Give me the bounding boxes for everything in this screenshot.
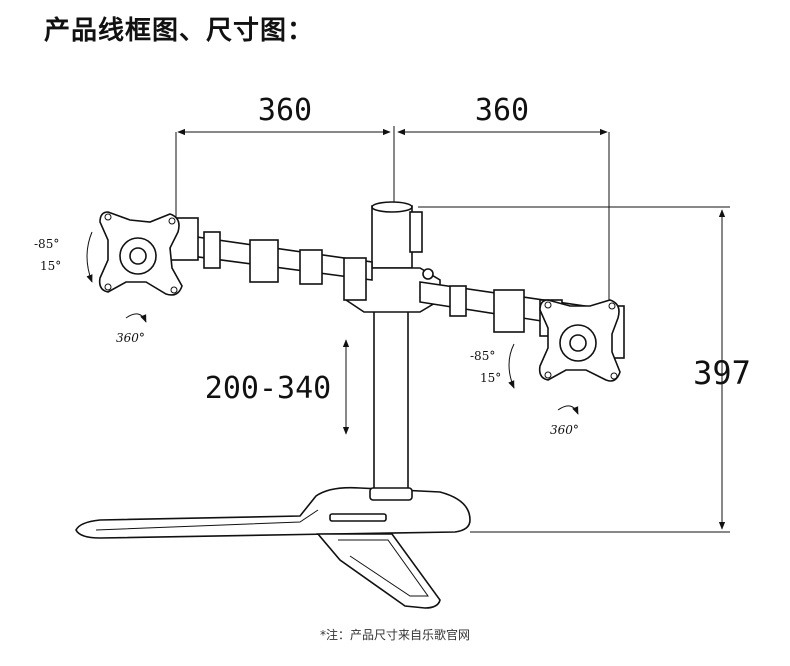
- right-tilt-down-label: 15°: [480, 371, 501, 385]
- right-rotate-label: 360°: [550, 423, 579, 437]
- left-rotate-label: 360°: [116, 331, 145, 345]
- stand-base: [75, 486, 471, 609]
- left-arm: [169, 217, 373, 301]
- total-height-label: 397: [693, 354, 751, 392]
- right-arm-length-label: 360: [475, 93, 529, 128]
- width-dimension: [175, 126, 610, 305]
- height-dimension: [418, 206, 730, 533]
- right-tilt-up-label: -85°: [470, 349, 495, 363]
- left-arm-length-label: 360: [258, 93, 312, 128]
- stand-pole: [369, 201, 423, 501]
- page-title: 产品线框图、尺寸图：: [44, 16, 315, 46]
- left-vesa-plate: [86, 211, 183, 323]
- footnote: *注：产品尺寸来自乐歌官网: [319, 628, 470, 642]
- left-tilt-up-label: -85°: [34, 237, 59, 251]
- right-vesa-plate: [508, 299, 621, 415]
- left-tilt-down-label: 15°: [40, 259, 61, 273]
- adjustable-height-label: 200-340: [205, 371, 331, 406]
